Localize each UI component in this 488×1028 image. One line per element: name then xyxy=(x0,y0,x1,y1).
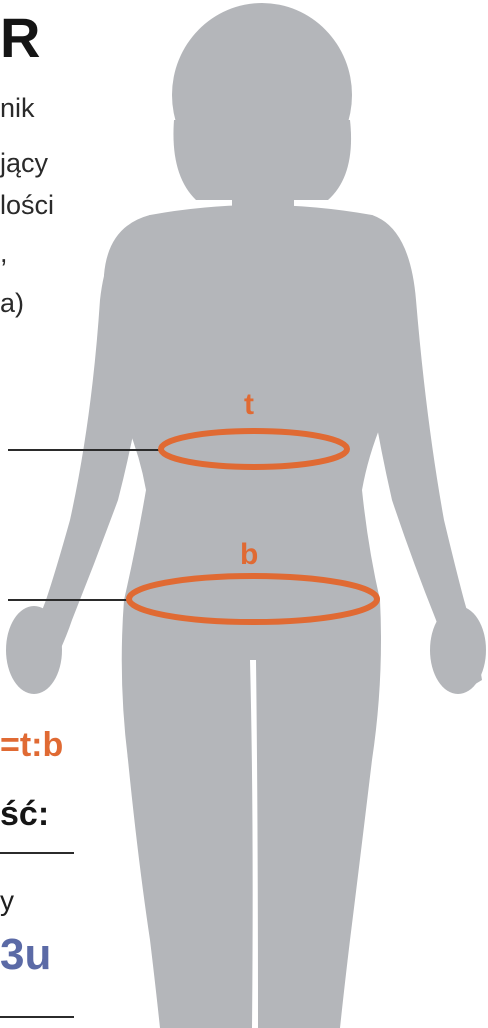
description-line-1: nik xyxy=(0,95,35,122)
hip-label: b xyxy=(240,538,258,572)
result-divider-bottom xyxy=(0,1016,74,1018)
description-line-2: jący xyxy=(0,150,48,177)
description-line-3: lości xyxy=(0,192,54,219)
result-heading: ść: xyxy=(0,795,49,834)
result-value: 3u xyxy=(0,930,51,980)
silhouette-shape xyxy=(6,3,486,1028)
whr-formula: =t:b xyxy=(0,726,63,765)
page-title-fragment: R xyxy=(0,10,40,66)
waist-label: t xyxy=(244,388,254,422)
result-divider-top xyxy=(0,852,74,854)
description-line-4: , xyxy=(0,240,8,267)
result-line-fragment: y xyxy=(0,885,14,917)
description-line-5: a) xyxy=(0,290,24,317)
